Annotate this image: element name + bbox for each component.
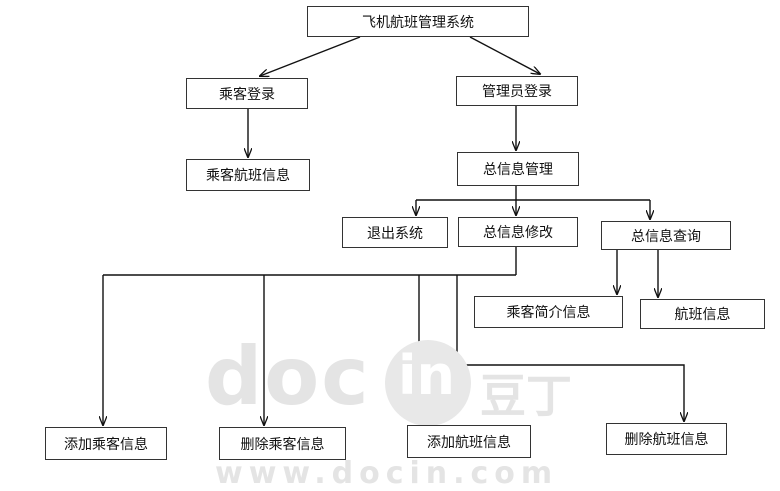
connector-lines bbox=[0, 36, 780, 477]
node-admin-login-label: 管理员登录 bbox=[482, 84, 552, 100]
watermark-url: www.docin.com bbox=[215, 456, 559, 491]
node-info-modify: 总信息修改 bbox=[458, 217, 578, 247]
node-passenger-intro-label: 乘客简介信息 bbox=[506, 305, 591, 321]
node-info-modify-label: 总信息修改 bbox=[483, 225, 553, 241]
node-delete-passenger-label: 删除乘客信息 bbox=[240, 436, 325, 453]
node-add-flight-label: 添加航班信息 bbox=[427, 434, 511, 451]
node-admin-login: 管理员登录 bbox=[456, 76, 578, 106]
arrow-root-to-passenger-login bbox=[260, 36, 361, 76]
node-delete-passenger: 删除乘客信息 bbox=[219, 427, 346, 460]
node-root-label: 飞机航班管理系统 bbox=[362, 14, 474, 31]
node-passenger-login-label: 乘客登录 bbox=[219, 86, 275, 103]
node-info-query-label: 总信息查询 bbox=[631, 228, 701, 245]
node-exit-system: 退出系统 bbox=[342, 217, 448, 248]
watermark-circle-text: in bbox=[398, 344, 455, 407]
node-info-query: 总信息查询 bbox=[601, 221, 731, 250]
watermark-cn: 豆丁 bbox=[480, 369, 572, 423]
node-add-passenger: 添加乘客信息 bbox=[45, 427, 167, 460]
flowchart: doc in 豆丁 www.docin.com 飞机航班管理系统 乘客登录 管理… bbox=[0, 6, 780, 491]
node-passenger-flight-info: 乘客航班信息 bbox=[186, 159, 310, 191]
node-exit-system-label: 退出系统 bbox=[367, 225, 423, 242]
arrow-root-to-admin-login bbox=[469, 36, 540, 74]
node-passenger-intro: 乘客简介信息 bbox=[474, 296, 623, 328]
watermark-brand: doc bbox=[205, 330, 371, 423]
node-root: 飞机航班管理系统 bbox=[307, 6, 529, 37]
node-flight-info: 航班信息 bbox=[640, 299, 765, 329]
node-info-management-label: 总信息管理 bbox=[483, 162, 553, 178]
node-add-flight: 添加航班信息 bbox=[407, 425, 531, 458]
node-delete-flight-label: 删除航班信息 bbox=[624, 432, 709, 448]
watermark-circle bbox=[385, 340, 471, 426]
node-delete-flight: 删除航班信息 bbox=[606, 423, 727, 455]
node-passenger-login: 乘客登录 bbox=[186, 78, 308, 109]
arrow-to-delete-flight bbox=[456, 275, 684, 421]
node-flight-info-label: 航班信息 bbox=[674, 307, 731, 323]
node-add-passenger-label: 添加乘客信息 bbox=[64, 436, 148, 453]
node-info-management: 总信息管理 bbox=[457, 152, 579, 186]
node-passenger-flight-info-label: 乘客航班信息 bbox=[206, 168, 290, 184]
